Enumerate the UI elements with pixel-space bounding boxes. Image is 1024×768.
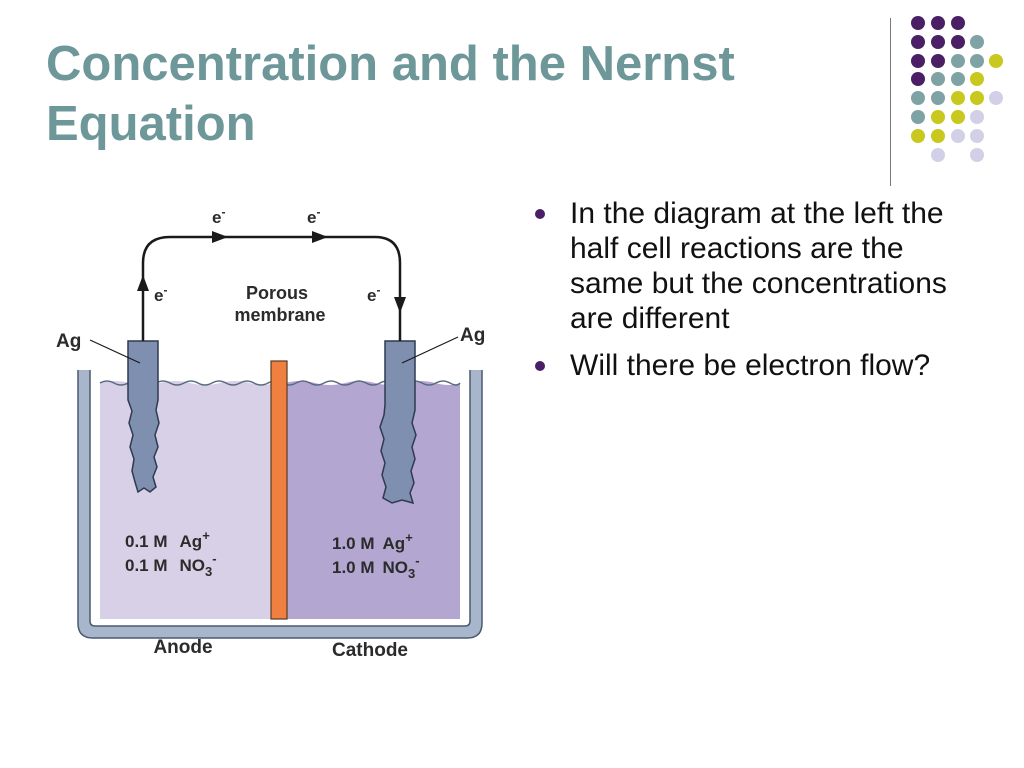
dot-row-4 xyxy=(911,72,984,86)
dot-row-3 xyxy=(911,54,1003,68)
electrode-label-right: Ag xyxy=(460,325,485,346)
title-line-2: Equation xyxy=(46,97,256,151)
electron-label: e- xyxy=(154,283,167,305)
cathode-solution xyxy=(285,381,460,619)
vertical-divider xyxy=(890,18,891,186)
cathode-electrode xyxy=(379,340,417,505)
dot-row-2 xyxy=(911,35,984,49)
electron-label: e- xyxy=(367,283,380,305)
electron-label: e- xyxy=(212,205,225,227)
cathode-label: Cathode xyxy=(332,640,408,661)
bullet-dot-icon xyxy=(535,361,545,371)
anode-label: Anode xyxy=(153,637,212,658)
dot-row-8 xyxy=(931,148,984,162)
arrow-down-icon xyxy=(394,297,406,313)
anode-electrode xyxy=(127,340,160,494)
dot-row-1 xyxy=(911,16,965,30)
beaker-outer xyxy=(78,370,482,638)
dot-row-7 xyxy=(911,129,984,143)
bullet-dot-icon xyxy=(535,209,545,219)
electrode-label-left: Ag xyxy=(56,331,81,352)
arrow-up-icon xyxy=(137,275,149,291)
arrow-right-icon xyxy=(312,231,328,243)
leader-line xyxy=(401,336,459,364)
leader-line xyxy=(89,339,141,364)
bullet-text: Will there be electron flow? xyxy=(570,349,931,382)
bullet-item: In the diagram at the left the half cell… xyxy=(534,196,974,336)
arrow-right-icon xyxy=(212,231,228,243)
porous-membrane xyxy=(270,360,288,620)
electron-label: e- xyxy=(307,205,320,227)
external-wire xyxy=(141,235,402,341)
porous-membrane-label: membrane xyxy=(234,305,325,325)
slide-title: Concentration and the Nernst Equation xyxy=(46,34,876,154)
bullet-list: In the diagram at the left the half cell… xyxy=(534,196,974,395)
title-line-1: Concentration and the Nernst xyxy=(46,37,735,91)
bullet-item: Will there be electron flow? xyxy=(534,344,974,387)
dot-row-6 xyxy=(911,110,984,124)
beaker-outline xyxy=(77,370,483,639)
anode-solution xyxy=(100,381,273,619)
bullet-text: In the diagram at the left the half cell… xyxy=(570,197,947,335)
dot-row-5 xyxy=(911,91,1003,105)
porous-membrane-label: Porous xyxy=(246,283,308,303)
